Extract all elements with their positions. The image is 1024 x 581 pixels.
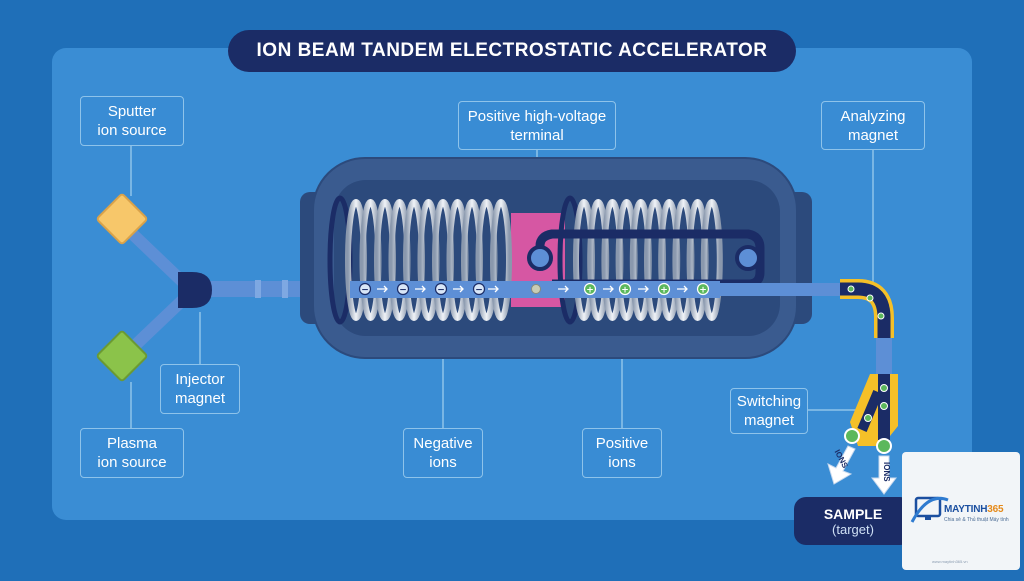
belt-pulley-right	[735, 245, 761, 271]
label-line: Plasma	[106, 435, 158, 452]
label-line: Switching	[736, 393, 802, 410]
label-line: magnet	[743, 412, 795, 429]
positive-ion-symbol: +	[660, 286, 668, 296]
logo-url: www.maytinh365.vn	[932, 559, 968, 564]
beam-arrow	[453, 285, 464, 293]
label-line: Positive	[595, 435, 649, 452]
positive-coil-stack	[573, 199, 723, 321]
logo-tagline: Chia sẻ & Thủ thuật Máy tính	[944, 517, 1009, 523]
negative-ion	[434, 282, 448, 296]
label-line: Injector	[175, 371, 225, 388]
negative-ion-symbol: −	[361, 286, 369, 296]
belt-pulley-left	[527, 245, 553, 271]
label-sputter-ion-source: Sputter ion source	[80, 96, 184, 146]
charging-belt	[535, 229, 765, 289]
analyzing-beam-path	[840, 282, 891, 338]
beam-arrow	[377, 285, 388, 293]
negative-ion	[396, 282, 410, 296]
label-injector-magnet: Injector magnet	[160, 364, 240, 414]
positive-ion-markers: + + + +	[558, 282, 710, 296]
watermark-logo: MAYTINH365 Chia sẻ & Thủ thuật Máy tính …	[902, 452, 1020, 570]
positive-ion-symbol: +	[586, 286, 594, 296]
plasma-ion-source	[96, 330, 148, 382]
output-beam-left	[827, 428, 860, 485]
label-plasma-ion-source: Plasma ion source	[80, 428, 184, 478]
positive-ion	[696, 282, 710, 296]
negative-ion	[472, 282, 486, 296]
stripper-ion	[531, 284, 541, 294]
label-line: Analyzing	[840, 107, 906, 125]
beam-arrow	[488, 285, 499, 293]
sample-target: SAMPLE (target)	[794, 497, 912, 545]
exit-beam-tube	[720, 283, 842, 296]
beam-arrow	[415, 285, 426, 293]
negative-ion-symbol: −	[437, 286, 445, 296]
coil-ring	[700, 199, 723, 321]
beam-arrow	[638, 285, 649, 293]
output-beam-right	[871, 438, 897, 495]
positive-stack-end-ring	[557, 195, 583, 325]
logo-name-b: 365	[987, 504, 1004, 515]
coil-ring	[490, 199, 512, 321]
label-high-voltage-terminal: Positive high-voltage terminal	[458, 101, 616, 150]
sputter-ion-source	[96, 193, 148, 245]
negative-ion-markers: −−−−	[358, 282, 499, 296]
positive-ion-symbol: +	[621, 286, 629, 296]
label-line: magnet	[174, 390, 226, 407]
label-analyzing-magnet: Analyzing magnet	[821, 101, 925, 150]
label-line: terminal	[510, 126, 564, 144]
beam-arrow	[677, 285, 688, 293]
label-line: Negative	[413, 435, 473, 452]
logo-name: MAYTINH365	[944, 504, 1004, 515]
positive-ion	[618, 282, 632, 296]
beam-arrow	[603, 285, 614, 293]
monitor-icon	[910, 496, 949, 523]
label-line: Sputter	[107, 103, 157, 120]
vertical-beam-tube	[876, 338, 892, 374]
label-line: Positive high-voltage	[467, 107, 607, 125]
label-line: ions	[429, 454, 457, 471]
negative-ion-symbol: −	[475, 286, 483, 296]
logo-name-a: MAYTINH	[944, 504, 988, 515]
label-line: magnet	[847, 126, 899, 144]
positive-ion	[657, 282, 671, 296]
negative-coil-stack	[345, 199, 512, 321]
label-switching-magnet: Switching magnet	[730, 388, 808, 434]
label-line: ion source	[97, 122, 167, 139]
positive-ion	[583, 282, 597, 296]
positive-ion-symbol: +	[699, 286, 707, 296]
beam-arrow	[558, 285, 569, 293]
label-positive-ions: Positive ions	[582, 428, 662, 478]
injector-magnet	[178, 272, 212, 308]
ions-label-right: IONS	[882, 462, 891, 482]
sample-title: SAMPLE	[823, 505, 883, 522]
negative-ion-symbol: −	[399, 286, 407, 296]
negative-ion	[358, 282, 372, 296]
label-line: ion source	[97, 454, 167, 471]
label-negative-ions: Negative ions	[403, 428, 483, 478]
label-line: ions	[608, 454, 636, 471]
sample-subtitle: (target)	[832, 521, 874, 537]
diagram-title: ION BEAM TANDEM ELECTROSTATIC ACCELERATO…	[228, 30, 796, 72]
